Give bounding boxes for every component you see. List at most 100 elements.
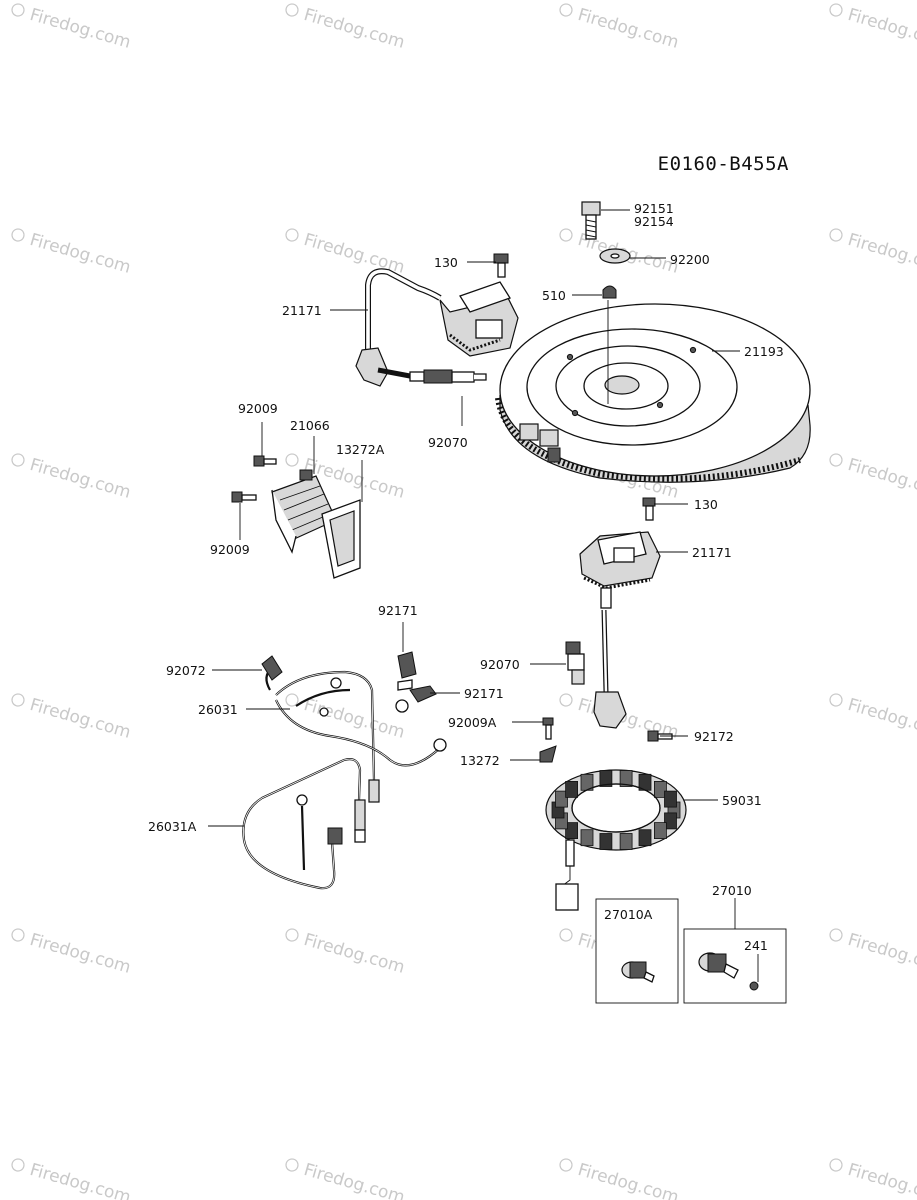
copyright-icon xyxy=(829,693,843,707)
watermark-text: Firedog.com xyxy=(27,230,133,278)
watermark-text: Firedog.com xyxy=(301,930,407,978)
copyright-icon xyxy=(11,3,25,17)
watermark-text: Firedog.com xyxy=(301,695,407,743)
flywheel-bolt xyxy=(581,201,601,240)
callout-26031a: 26031A xyxy=(148,819,197,834)
watermark-text: Firedog.com xyxy=(845,230,917,278)
callout-92154: 92154 xyxy=(634,214,674,229)
detail-box-27010 xyxy=(683,928,787,1004)
watermark: Firedog.com xyxy=(829,453,917,503)
callout-21066: 21066 xyxy=(290,418,330,433)
callout-92070-mid: 92070 xyxy=(480,657,520,672)
ignition-coil-lower xyxy=(579,531,661,729)
callout-92070-top: 92070 xyxy=(428,435,468,450)
detail-box-27010A xyxy=(595,898,679,1004)
copyright-icon xyxy=(285,1158,299,1172)
callout-510: 510 xyxy=(542,288,566,303)
callout-92009a: 92009A xyxy=(448,715,497,730)
spark-plug-mid xyxy=(565,641,585,685)
watermark-text: Firedog.com xyxy=(27,930,133,978)
watermark-text: Firedog.com xyxy=(845,695,917,743)
callout-92009-bottom: 92009 xyxy=(210,542,250,557)
watermark: Firedog.com xyxy=(829,228,917,278)
callout-21171-top: 21171 xyxy=(282,303,322,318)
copyright-icon xyxy=(285,228,299,242)
copyright-icon xyxy=(559,228,573,242)
watermark-text: Firedog.com xyxy=(301,5,407,53)
flywheel xyxy=(495,303,811,483)
oil-switch xyxy=(698,952,759,991)
copyright-icon xyxy=(829,1158,843,1172)
callout-21193: 21193 xyxy=(744,344,784,359)
copyright-icon xyxy=(285,928,299,942)
stator-tooth xyxy=(599,770,613,787)
watermark: Firedog.com xyxy=(559,3,681,53)
watermark-text: Firedog.com xyxy=(575,5,681,53)
stator-tooth xyxy=(654,781,667,798)
gasket xyxy=(321,499,361,579)
watermark: Firedog.com xyxy=(285,928,407,978)
callout-130-top: 130 xyxy=(434,255,458,270)
watermark: Firedog.com xyxy=(285,1158,407,1200)
copyright-icon xyxy=(285,3,299,17)
stator-tooth xyxy=(619,770,633,787)
copyright-icon xyxy=(559,3,573,17)
callout-130-mid: 130 xyxy=(694,497,718,512)
watermark-text: Firedog.com xyxy=(301,1160,407,1200)
copyright-icon xyxy=(285,693,299,707)
watermark-text: Firedog.com xyxy=(845,930,917,978)
plug-cap xyxy=(397,651,417,691)
watermark: Firedog.com xyxy=(285,693,407,743)
copyright-icon xyxy=(11,1158,25,1172)
wire-harness xyxy=(261,655,447,803)
callout-92200: 92200 xyxy=(670,252,710,267)
oil-switch-a xyxy=(621,961,655,983)
watermark-text: Firedog.com xyxy=(845,1160,917,1200)
copyright-icon xyxy=(11,228,25,242)
coil-bolt-mid xyxy=(642,497,656,521)
woodruff-key xyxy=(602,285,617,299)
copyright-icon xyxy=(559,928,573,942)
diagram-code: E0160-B455A xyxy=(657,153,789,175)
callout-241: 241 xyxy=(744,938,768,953)
watermark: Firedog.com xyxy=(11,928,133,978)
copyright-icon xyxy=(829,928,843,942)
regulator-screw-bottom xyxy=(231,491,257,503)
wire-harness-a xyxy=(242,758,366,890)
callout-27010a: 27010A xyxy=(604,907,653,922)
copyright-icon xyxy=(559,693,573,707)
stator-tooth xyxy=(664,812,677,830)
watermark-text: Firedog.com xyxy=(27,5,133,53)
watermark-text: Firedog.com xyxy=(27,1160,133,1200)
watermark: Firedog.com xyxy=(285,3,407,53)
watermark-text: Firedog.com xyxy=(575,1160,681,1200)
copyright-icon xyxy=(11,453,25,467)
callout-92072: 92072 xyxy=(166,663,206,678)
callout-13272: 13272 xyxy=(460,753,500,768)
callout-27010: 27010 xyxy=(712,883,752,898)
stator-tooth xyxy=(580,829,594,847)
watermark: Firedog.com xyxy=(559,1158,681,1200)
copyright-icon xyxy=(559,1158,573,1172)
copyright-icon xyxy=(829,228,843,242)
leader-lines xyxy=(208,209,759,982)
watermark-text: Firedog.com xyxy=(845,455,917,503)
regulator-screw-top xyxy=(253,455,277,467)
stator xyxy=(545,769,687,911)
ignition-coil-top xyxy=(355,268,519,387)
watermark: Firedog.com xyxy=(829,1158,917,1200)
callout-92009-top: 92009 xyxy=(238,401,278,416)
callout-92171-top: 92171 xyxy=(378,603,418,618)
watermark: Firedog.com xyxy=(11,3,133,53)
copyright-icon xyxy=(11,693,25,707)
spark-plug-top xyxy=(409,369,487,384)
stator-tooth xyxy=(555,790,568,808)
stator-tooth xyxy=(599,833,613,850)
stator-screw-left xyxy=(542,717,554,740)
watermark: Firedog.com xyxy=(829,928,917,978)
ring-terminal xyxy=(395,685,437,713)
watermark: Firedog.com xyxy=(11,228,133,278)
callout-92172: 92172 xyxy=(694,729,734,744)
